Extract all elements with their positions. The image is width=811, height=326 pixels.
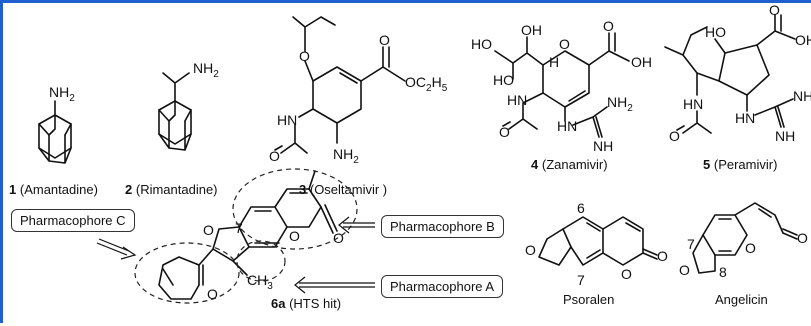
psoralen-caption: Psoralen	[563, 292, 614, 307]
pharmacophore-c-label: Pharmacophore C	[11, 209, 135, 232]
oseltamivir-nh2-label: NH2	[333, 146, 359, 166]
arrow-pharmacophore-b	[338, 216, 375, 234]
zanamivir-oh-top: OH	[521, 22, 542, 38]
rimantadine-nh2-label: NH2	[193, 60, 219, 80]
hts-carbonyl-o: O	[333, 230, 344, 246]
pharmacophore-b-ellipse	[232, 168, 358, 250]
pharmacophore-b-label: Pharmacophore B	[381, 215, 504, 238]
hts-pyran-o: O	[289, 228, 300, 244]
amantadine-nh2-label: NH2	[49, 84, 75, 104]
zanamivir-carbonyl-o: O	[603, 18, 614, 34]
psoralen-position-6: 6	[577, 200, 585, 216]
oseltamivir-hn-label: HN	[277, 112, 297, 128]
oseltamivir-ester-label: OC2H5	[405, 74, 448, 94]
angelicin-ring-o: O	[745, 240, 756, 256]
peramivir-guan-hn: HN	[735, 110, 755, 126]
hts-ketone-o: O	[207, 286, 218, 302]
peramivir-structure: HO O OH HN O HN NH2 NH	[664, 3, 811, 144]
psoralen-carbonyl-o: O	[657, 248, 668, 264]
amantadine-structure: NH2	[38, 84, 75, 164]
peramivir-hn-label: HN	[683, 96, 703, 112]
peramivir-carbonyl-o: O	[769, 3, 780, 18]
psoralen-furan-o: O	[525, 242, 536, 258]
arrow-pharmacophore-c	[96, 238, 137, 260]
peramivir-amide-o: O	[669, 128, 680, 144]
peramivir-acid-oh: OH	[795, 32, 811, 48]
arrow-pharmacophore-a	[294, 276, 375, 294]
rimantadine-structure: NH2	[158, 60, 219, 151]
zanamivir-guan-hn: HN	[557, 118, 577, 134]
oseltamivir-ether-o: O	[299, 48, 310, 64]
psoralen-ring-o: O	[621, 266, 632, 282]
psoralen-position-7: 7	[577, 272, 585, 288]
peramivir-ho-label: HO	[705, 24, 726, 40]
peramivir-guan-nh: NH	[775, 128, 795, 144]
structures-drawing: NH2 1 (Amantadine) NH2 2 (Rimantadine) O…	[9, 3, 811, 311]
zanamivir-amide-o: O	[499, 124, 510, 140]
pharmacophore-a-ellipse	[236, 240, 286, 282]
angelicin-carbonyl-o: O	[797, 230, 808, 246]
oseltamivir-amide-o: O	[269, 148, 280, 164]
angelicin-caption: Angelicin	[715, 292, 768, 307]
peramivir-guan-nh2: NH2	[793, 88, 811, 108]
oseltamivir-carbonyl-o: O	[379, 32, 390, 48]
zanamivir-ho-left: HO	[471, 36, 492, 52]
amantadine-caption: 1 (Amantadine)	[9, 182, 98, 197]
hts-hit-structure: O O O O CH3 7	[158, 170, 344, 302]
angelicin-position-7: 7	[687, 236, 695, 252]
zanamivir-guan-nh2: NH2	[607, 94, 633, 114]
zanamivir-structure: O O OH OH HO HO H HN O HN NH2 NH	[471, 18, 652, 154]
hts-furan-o: O	[203, 222, 214, 238]
pharmacophore-a-label: Pharmacophore A	[381, 275, 504, 298]
zanamivir-h-label: H	[549, 54, 559, 70]
angelicin-structure: O O O 7 8	[679, 202, 808, 280]
hts-position-7: 7	[235, 220, 243, 236]
pharmacophore-c-ellipse	[134, 242, 240, 304]
psoralen-structure: O O O 6 7	[525, 200, 668, 288]
hts-ch3-label: CH3	[247, 272, 273, 292]
zanamivir-caption: 4 (Zanamivir)	[531, 157, 608, 172]
hts-caption: 6a (HTS hit)	[271, 296, 341, 311]
oseltamivir-structure: O O OC2H5 HN O NH2	[269, 16, 448, 166]
peramivir-caption: 5 (Peramivir)	[703, 157, 777, 172]
rimantadine-caption: 2 (Rimantadine)	[125, 182, 218, 197]
angelicin-furan-o: O	[679, 262, 690, 278]
zanamivir-hn-label: HN	[507, 92, 527, 108]
zanamivir-ho-mid: HO	[493, 72, 514, 88]
angelicin-position-8: 8	[719, 264, 727, 280]
zanamivir-acid-oh: OH	[631, 54, 652, 70]
zanamivir-ring-o: O	[559, 36, 570, 52]
zanamivir-guan-nh: NH	[593, 138, 613, 154]
